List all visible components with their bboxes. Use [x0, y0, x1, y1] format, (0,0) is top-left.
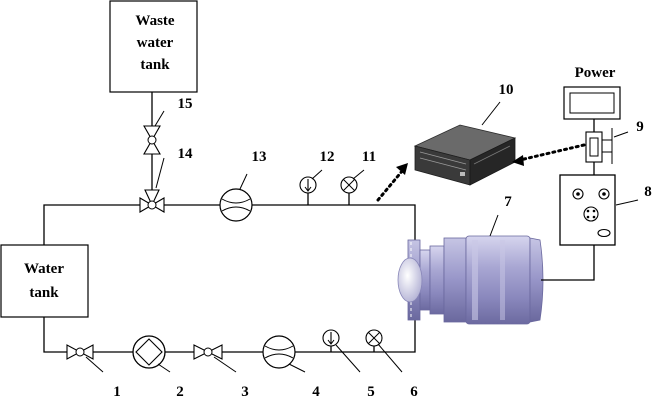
label-11: 11 — [362, 149, 376, 165]
three-way-valve-14-icon — [139, 189, 165, 213]
signal-arrow-to-daq — [376, 163, 408, 202]
label-2: 2 — [176, 384, 184, 400]
motor-unit-7 — [397, 235, 544, 325]
flowmeter-13-icon — [219, 188, 253, 222]
label-9: 9 — [636, 119, 644, 135]
label-12: 12 — [320, 149, 335, 165]
leader-lines — [85, 101, 639, 373]
number-labels: 1 2 3 4 5 6 7 8 9 10 11 12 13 14 15 — [113, 82, 652, 400]
label-5: 5 — [367, 384, 375, 400]
power-label: Power — [575, 65, 616, 81]
label-7: 7 — [504, 194, 512, 210]
pressure-gauge-12-icon — [299, 176, 317, 205]
valve-1-icon — [66, 344, 94, 360]
waste-tank-label-3: tank — [140, 57, 170, 73]
label-15: 15 — [178, 96, 193, 112]
pipe-loop — [43, 92, 416, 353]
valve-15-icon — [143, 125, 161, 155]
temperature-sensor-6-icon — [365, 329, 383, 352]
label-13: 13 — [252, 149, 267, 165]
pump-2-icon — [132, 335, 166, 369]
label-4: 4 — [312, 384, 320, 400]
water-tank-label-1: Water — [24, 261, 64, 277]
power-supply-display: Power — [563, 65, 621, 120]
label-8: 8 — [644, 184, 652, 200]
flowmeter-4-icon — [262, 335, 296, 369]
controller-8 — [541, 174, 616, 281]
pressure-gauge-5-icon — [322, 329, 340, 352]
waste-tank-label-1: Waste — [135, 13, 175, 29]
signal-arrow-from-sensor — [512, 143, 586, 166]
label-1: 1 — [113, 384, 121, 400]
temperature-sensor-11-icon — [340, 176, 358, 205]
label-14: 14 — [178, 146, 194, 162]
data-acquisition-10 — [413, 124, 517, 186]
waste-tank-label-2: water — [137, 35, 174, 51]
water-tank-label-2: tank — [29, 285, 59, 301]
label-10: 10 — [499, 82, 514, 98]
valve-3-icon — [193, 344, 223, 360]
label-6: 6 — [410, 384, 418, 400]
label-3: 3 — [241, 384, 249, 400]
water-tank: Water tank — [0, 244, 89, 318]
sensor-9-icon — [585, 119, 613, 175]
waste-water-tank: Waste water tank — [109, 0, 198, 93]
